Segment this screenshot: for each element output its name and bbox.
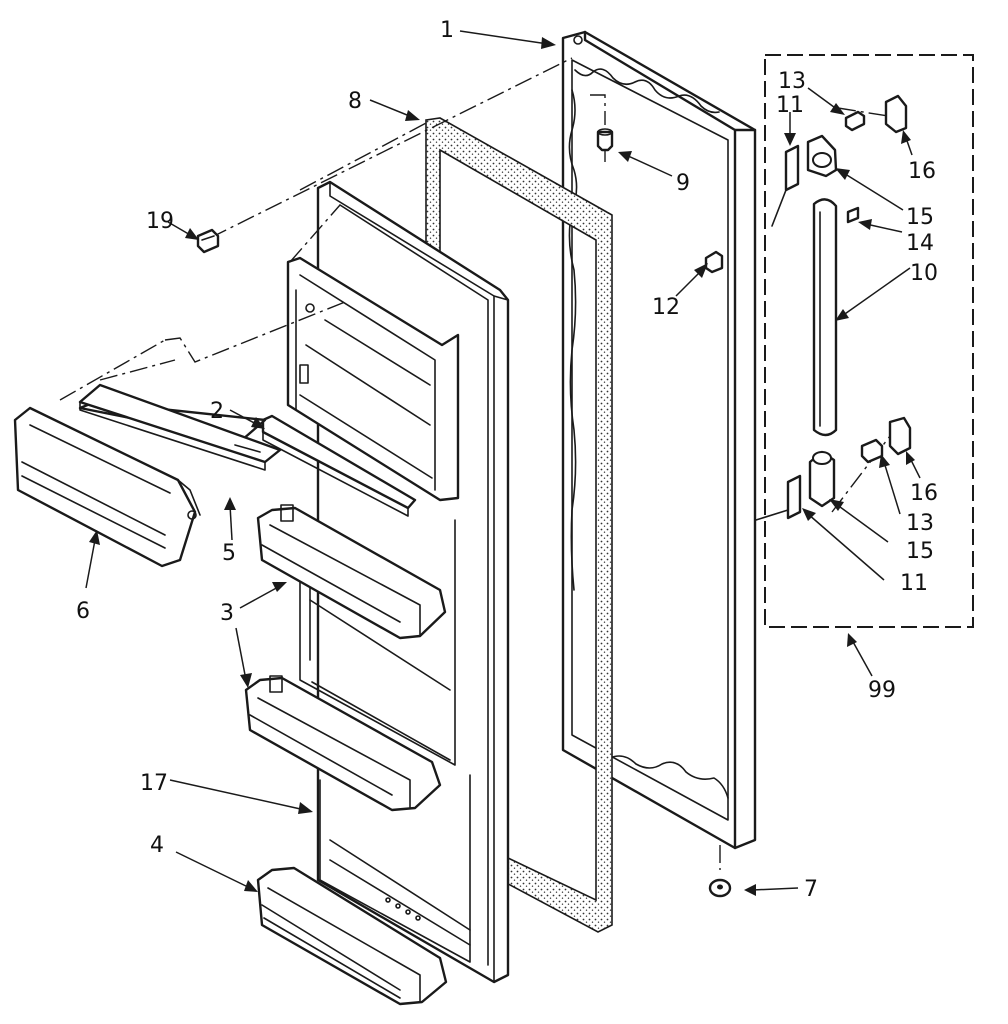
screw-19	[196, 228, 220, 254]
label-part-13-upper: 13	[778, 69, 806, 94]
label-part-1: 1	[440, 18, 454, 43]
label-part-16-upper: 16	[908, 159, 936, 184]
label-part-7: 7	[804, 877, 818, 902]
label-part-16-lower: 16	[910, 481, 938, 506]
leader-lines	[85, 30, 921, 896]
label-part-12: 12	[652, 295, 680, 320]
label-part-10: 10	[910, 261, 938, 286]
label-part-9: 9	[676, 171, 690, 196]
label-part-15-lower: 15	[906, 539, 934, 564]
door-bin-upper	[256, 504, 447, 640]
label-part-99: 99	[868, 678, 896, 703]
label-part-15-upper: 15	[906, 205, 934, 230]
label-part-19: 19	[146, 209, 174, 234]
outer-door-panel	[561, 30, 757, 850]
label-part-8: 8	[348, 89, 362, 114]
part-7	[708, 878, 732, 898]
label-part-5: 5	[222, 541, 236, 566]
handle-kit-parts	[755, 94, 912, 521]
part-labels: 1 8 9 19 12 2 5 6 3 3 17 4 7 13 11 16 15…	[76, 18, 938, 902]
label-part-2: 2	[210, 399, 224, 424]
label-part-11-lower: 11	[900, 571, 928, 596]
label-part-6: 6	[76, 599, 90, 624]
door-bin-lower	[244, 675, 442, 812]
dispenser-trim	[78, 383, 282, 471]
shelf	[261, 414, 417, 517]
door-bin-bottom	[256, 866, 448, 1006]
label-part-4: 4	[150, 833, 164, 858]
alignment-lines	[59, 57, 891, 870]
label-part-11-upper: 11	[776, 93, 804, 118]
label-part-14: 14	[906, 231, 934, 256]
label-part-17: 17	[140, 771, 168, 796]
label-part-3-upper: 3	[220, 601, 234, 626]
label-part-13-lower: 13	[906, 511, 934, 536]
part-9	[596, 128, 614, 152]
handle-kit-box	[764, 54, 974, 628]
